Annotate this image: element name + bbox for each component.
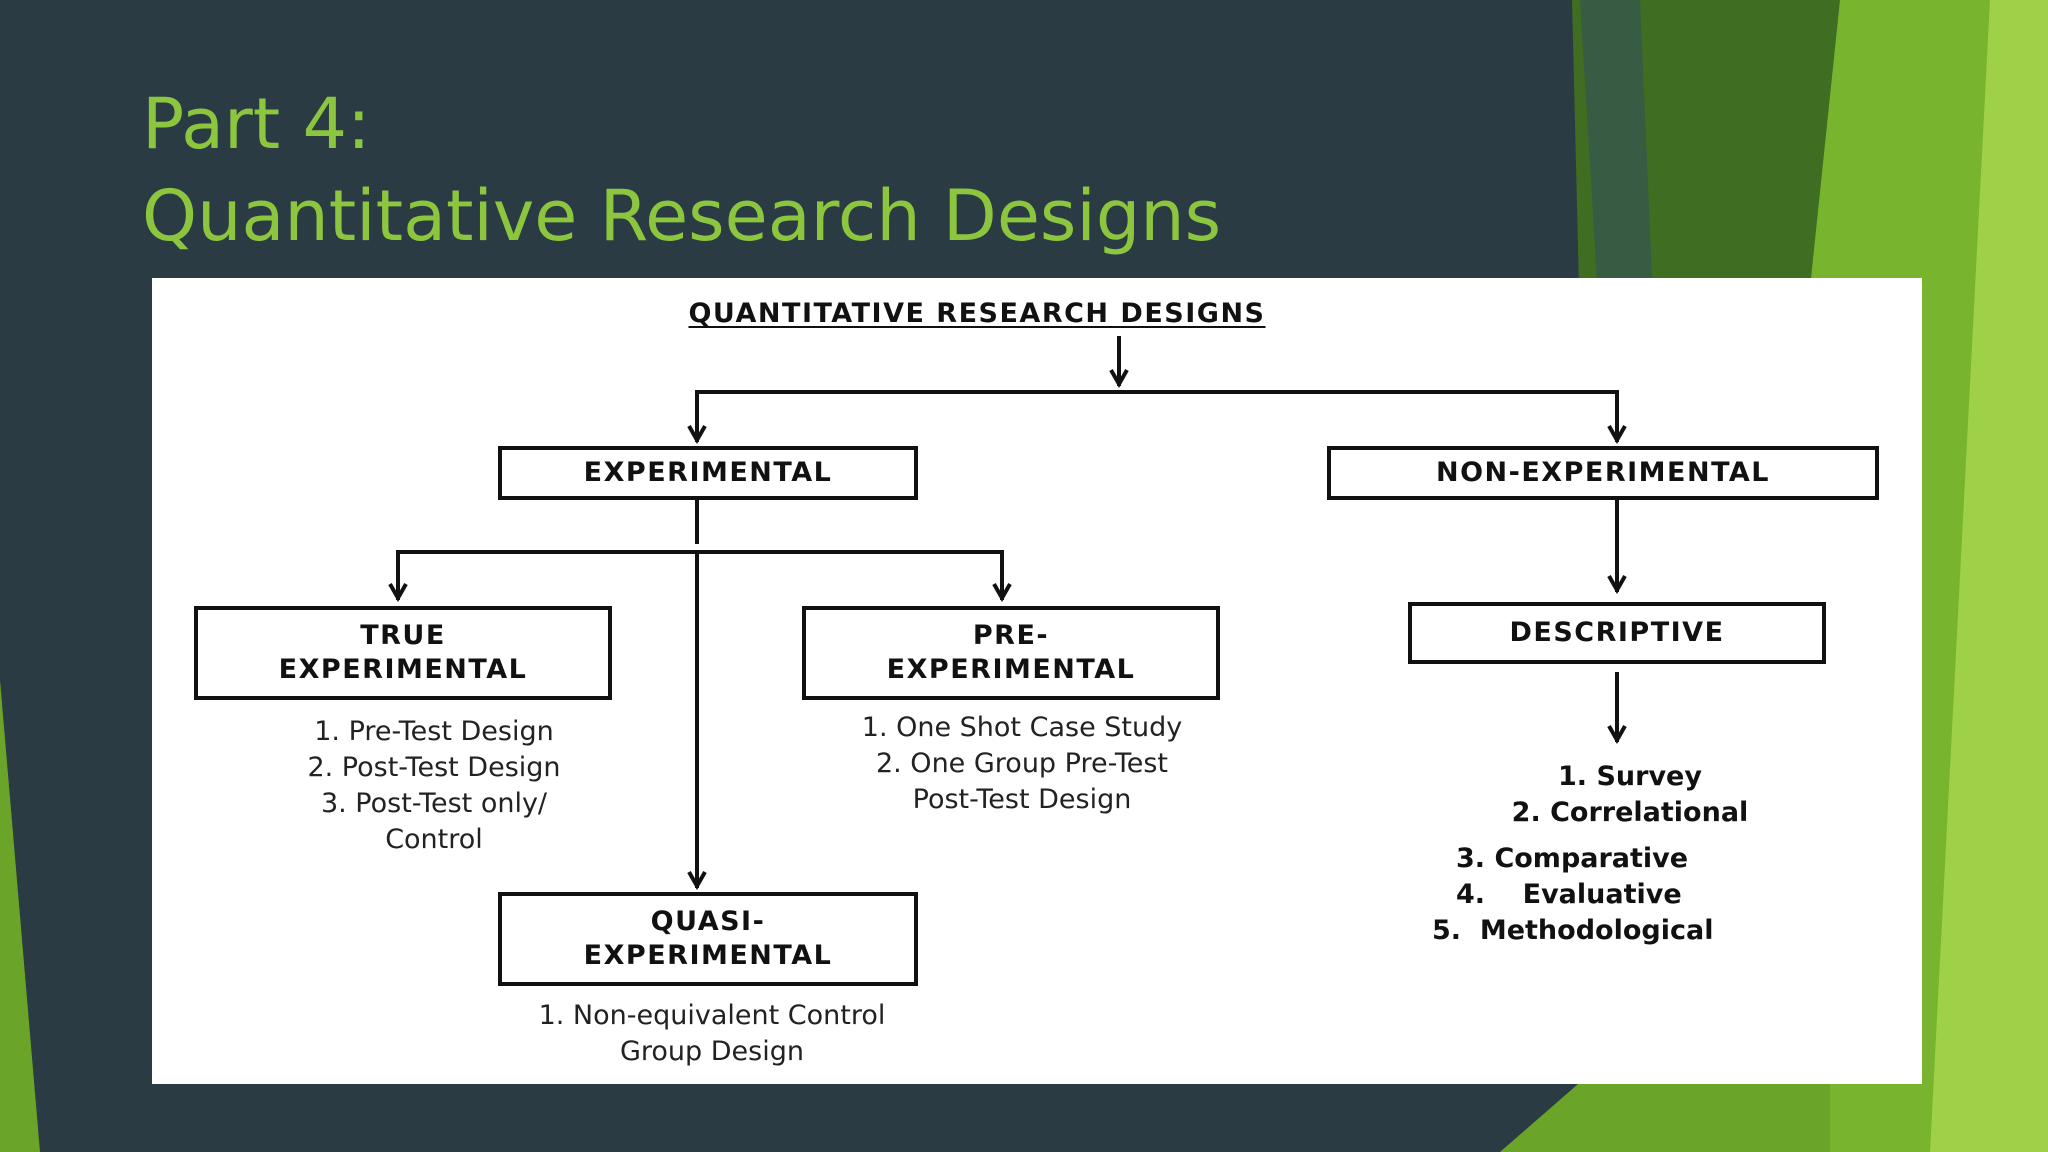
descriptive-label: DESCRIPTIVE [1509,617,1725,648]
diagram-panel: QUANTITATIVE RESEARCH DESIGNS EXPERIMENT… [152,278,1922,1084]
slide-title-line-2: Quantitative Research Designs [142,175,1222,257]
list-item: 3. Post-Test only/ [320,788,548,819]
quasi-experimental-box: QUASI- EXPERIMENTAL [498,892,918,986]
descriptive-box: DESCRIPTIVE [1408,602,1826,664]
list-item: 1. Survey [1558,761,1702,792]
experimental-label: EXPERIMENTAL [583,457,833,488]
list-item: Group Design [619,1036,804,1067]
true-experimental-box: TRUE EXPERIMENTAL [194,606,612,700]
pre-experimental-label: PRE- EXPERIMENTAL [886,620,1136,685]
true-experimental-label: TRUE EXPERIMENTAL [278,620,528,685]
non-experimental-box: NON-EXPERIMENTAL [1327,446,1879,500]
list-item: 2. Correlational [1511,797,1749,828]
slide-title-line-1: Part 4: [142,83,371,165]
list-item: 2. Post-Test Design [307,752,561,783]
diagram-title: QUANTITATIVE RESEARCH DESIGNS [688,298,1266,329]
list-item: 1. One Shot Case Study [861,712,1183,743]
list-item: 2. One Group Pre-Test [875,748,1169,779]
quasi-experimental-items: 1. Non-equivalent Control Group Design [462,998,962,1070]
flowchart-connectors [388,336,1627,891]
list-item: 5. Methodological [1432,915,1714,946]
experimental-box: EXPERIMENTAL [498,446,918,500]
pre-experimental-items: 1. One Shot Case Study 2. One Group Pre-… [792,710,1252,818]
list-item: Post-Test Design [912,784,1132,815]
pre-experimental-box: PRE- EXPERIMENTAL [802,606,1220,700]
list-item: 1. Non-equivalent Control [538,1000,886,1031]
list-item: Control [385,824,483,855]
quasi-experimental-label: QUASI- EXPERIMENTAL [583,906,833,971]
list-item: 1. Pre-Test Design [314,716,554,747]
true-experimental-items: 1. Pre-Test Design 2. Post-Test Design 3… [224,714,644,858]
list-item: 4. Evaluative [1456,879,1682,910]
background-shard-bright-green [1930,0,2048,1152]
non-experimental-label: NON-EXPERIMENTAL [1435,457,1770,488]
slide-title: Part 4: Quantitative Research Designs [142,78,1221,262]
list-item: 3. Comparative [1456,843,1689,874]
background-shard-left-green [0,680,40,1152]
